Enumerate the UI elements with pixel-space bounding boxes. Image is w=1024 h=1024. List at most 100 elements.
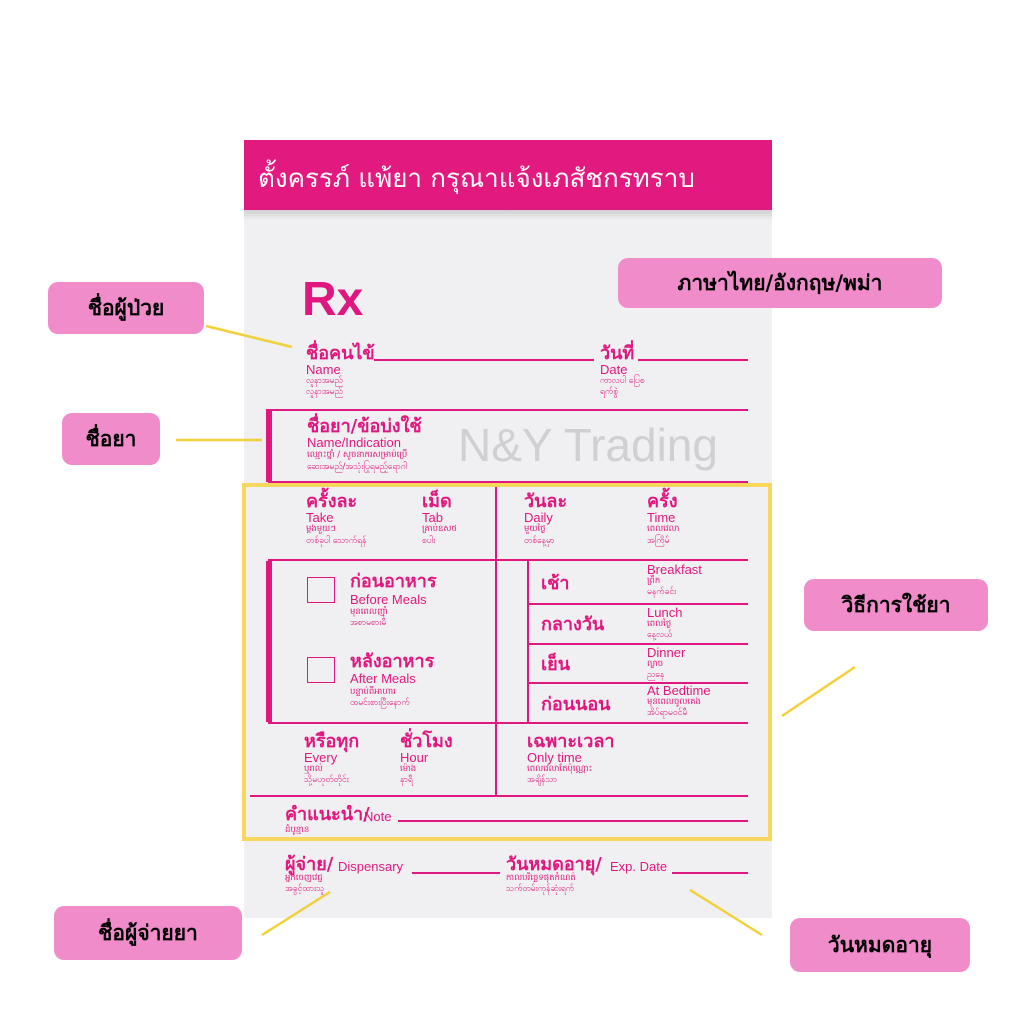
exp-date-en: Exp. Date <box>610 859 668 874</box>
after-meals-checkbox[interactable] <box>307 657 335 683</box>
daily-th: วันละ <box>524 491 568 512</box>
every-my-1: ឬរាល់ <box>304 764 323 774</box>
before-meals-my-1: មុនពេលញ៉ាំ <box>350 607 388 617</box>
meal-marker-bar <box>266 561 272 722</box>
center-divider <box>495 484 497 795</box>
breakfast-en: Breakfast <box>647 562 702 577</box>
only-time-my-1: ពេលវេលាតែប៉ុណ្ណោះ <box>527 764 593 774</box>
dosage-bottom-line <box>268 559 748 561</box>
time-my-2: အကြိမ် <box>647 536 670 546</box>
tab-en: Tab <box>422 510 443 525</box>
hour-th: ชั่วโมง <box>400 731 453 752</box>
header-title: ตั้งครรภ์ แพ้ยา กรุณาแจ้งเภสัชกรทราบ <box>258 164 695 194</box>
date-my-2: ရက်စွဲ <box>600 387 618 397</box>
lunch-line <box>527 643 748 645</box>
note-en: Note <box>364 809 392 824</box>
dispensary-th: ผู้จ่าย/ <box>285 854 334 875</box>
time-my-1: ពេលវេលា <box>647 524 680 534</box>
bedtime-th: ก่อนนอน <box>541 694 611 715</box>
exp-date-line <box>672 872 748 874</box>
breakfast-my-1: ព្រឹក <box>647 576 661 586</box>
dinner-my-2: ညနေ <box>647 670 665 680</box>
lunch-my-1: ពេលថ្ងៃ <box>647 619 672 629</box>
date-my-1: ကာလပါ ပြေစ <box>600 376 645 386</box>
breakfast-my-2: မနက်ခင်း <box>647 587 677 597</box>
name-en: Name <box>306 362 341 377</box>
every-th: หรือทุก <box>304 731 360 752</box>
after-meals-my-2: ထမင်းစားပြီးနောက် <box>350 698 410 708</box>
after-meals-en: After Meals <box>350 671 416 686</box>
before-meals-my-2: အစာမစားမီ <box>350 618 387 628</box>
bedtime-my-1: មុនពេលចូលគេង <box>647 697 701 707</box>
leader-usage <box>781 665 856 718</box>
meal-bottom-line <box>268 722 748 724</box>
dinner-th: เย็น <box>541 654 571 675</box>
take-th: ครั้งละ <box>306 491 358 512</box>
drug-bottom-line <box>268 481 748 483</box>
date-en: Date <box>600 362 628 377</box>
lunch-en: Lunch <box>647 605 683 620</box>
card-header <box>244 140 772 210</box>
note-line <box>398 820 748 822</box>
drug-my-1: ឈ្មោះថ្នាំ / សូចនាករសម្រាប់ប្រើ <box>307 450 408 460</box>
tab-th: เม็ด <box>422 491 452 512</box>
after-meals-my-1: បន្ទាប់ពីអាហារ <box>350 687 396 697</box>
only-time-th: เฉพาะเวลา <box>527 731 615 752</box>
exp-date-my-1: កាលបរិច្ឆេទផុតកំណត់ <box>506 873 576 883</box>
breakfast-line <box>527 603 748 605</box>
dispensary-en: Dispensary <box>338 859 404 874</box>
before-meals-checkbox[interactable] <box>307 577 335 603</box>
header-shadow <box>244 210 772 220</box>
only-time-en: Only time <box>527 750 582 765</box>
daily-my-2: တစ်နေ့မှာ <box>524 536 555 546</box>
dispensary-my-1: អ្នកចេញវេជ្ជ <box>285 873 323 883</box>
leader-dispenser <box>261 890 331 937</box>
dispensary-my-2: အခွင့်ထားသူ <box>285 884 325 894</box>
callout-dispenser: ชื่อผู้จ่ายยา <box>54 906 242 960</box>
drug-top-line <box>268 409 748 411</box>
usage-highlight-frame <box>242 483 772 841</box>
callout-drug-name: ชื่อยา <box>62 413 160 465</box>
name-my-2: လူနာအမည် <box>306 387 343 397</box>
lunch-th: กลางวัน <box>541 614 605 635</box>
hour-en: Hour <box>400 750 429 765</box>
leader-patient-name <box>205 324 293 349</box>
drug-my-2: ဆေးအမည်/အသုံးပြုရမည့်ရောဂါ <box>307 462 408 472</box>
callout-usage: วิธีการใช้ยา <box>804 579 988 631</box>
time-th: ครั้ง <box>647 491 678 512</box>
before-meals-en: Before Meals <box>350 592 427 607</box>
dinner-my-1: ល្ងាច <box>647 659 664 669</box>
name-my-1: လူနာအမည် <box>306 376 343 386</box>
daily-my-1: មួយថ្ងៃ <box>524 524 546 534</box>
times-left-divider <box>527 561 529 722</box>
tab-my-2: စပါး <box>422 536 436 546</box>
note-my: ដំបូន្មាន <box>285 825 310 835</box>
daily-en: Daily <box>524 510 553 525</box>
tab-my-1: គ្រាប់ឧសថ <box>422 524 457 534</box>
take-my-2: တစ်ခုပါ သောက်ရန် <box>306 536 367 546</box>
date-line <box>638 359 748 361</box>
note-th: คำแนะนำ/ <box>285 804 370 825</box>
time-en: Time <box>647 510 676 525</box>
watermark: N&Y Trading <box>458 419 718 471</box>
bedtime-en: At Bedtime <box>647 683 711 698</box>
dispensary-line <box>412 872 500 874</box>
lunch-my-2: နေ့လယ် <box>647 630 673 640</box>
callout-expiry: วันหมดอายุ <box>790 918 970 972</box>
callout-patient-name: ชื่อผู้ป่วย <box>48 282 204 334</box>
every-my-2: သို့မဟုတ်တိုင်း <box>304 775 349 785</box>
dinner-en: Dinner <box>647 645 686 660</box>
hour-my-1: ម៉ោង <box>400 764 417 774</box>
after-meals-th: หลังอาหาร <box>350 651 435 672</box>
rx-symbol: Rx <box>302 273 364 326</box>
only-time-my-2: အချိန်သာ <box>527 775 558 785</box>
every-en: Every <box>304 750 338 765</box>
exp-date-my-2: သက်တမ်းကုန်ဆုံးရက် <box>506 884 575 894</box>
exp-date-th: วันหมดอายุ/ <box>506 854 602 875</box>
take-en: Take <box>306 510 334 525</box>
drug-en: Name/Indication <box>307 435 401 450</box>
hour-my-2: နာရီ <box>400 775 413 785</box>
callout-languages: ภาษาไทย/อังกฤษ/พม่า <box>618 258 942 308</box>
name-th: ชื่อคนไข้ <box>306 343 375 364</box>
